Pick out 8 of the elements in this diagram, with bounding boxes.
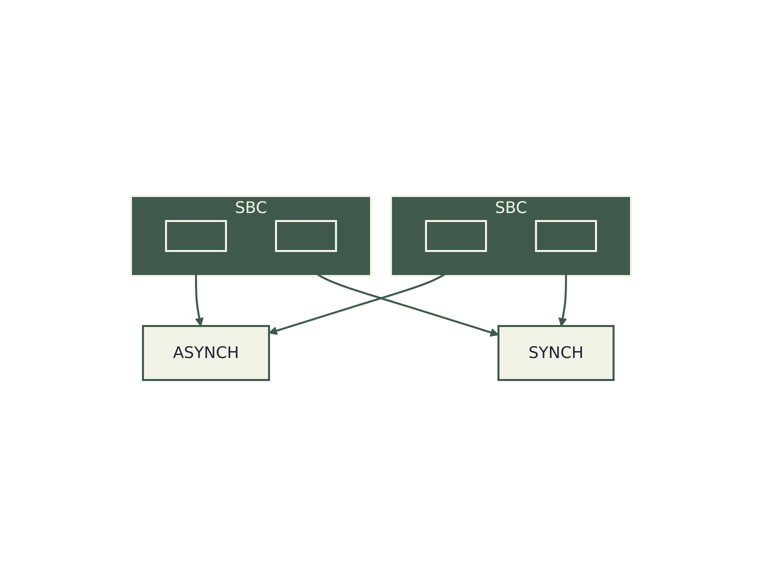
- node-box: [535, 220, 597, 252]
- cluster: SBC: [130, 194, 372, 276]
- cluster: SBC: [390, 194, 632, 276]
- node-box: [425, 220, 487, 252]
- node-box: [165, 220, 227, 252]
- node-box: [275, 220, 337, 252]
- node-box: SYNCH: [497, 324, 615, 380]
- node-box: ASYNCH: [142, 324, 270, 380]
